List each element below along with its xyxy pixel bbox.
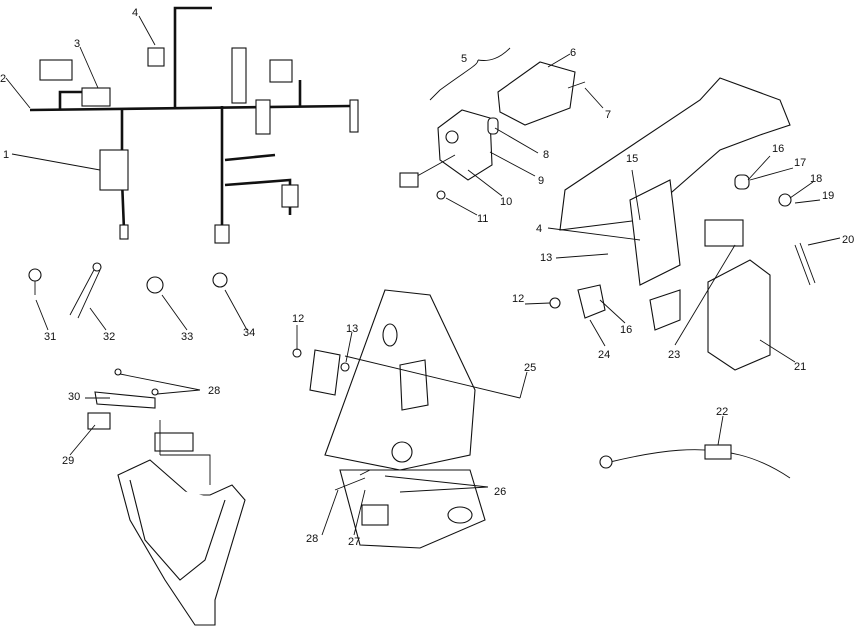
callout-10: 10 — [500, 196, 512, 208]
callout-22: 22 — [716, 406, 728, 418]
callout-32: 32 — [103, 331, 115, 343]
callout-1: 1 — [3, 149, 9, 161]
harness-clips — [28, 262, 228, 319]
callout-leaders — [5, 15, 841, 536]
callout-9: 9 — [538, 175, 544, 187]
callout-28-bumper: 28 — [208, 385, 220, 397]
callout-15: 15 — [626, 153, 638, 165]
callout-2: 2 — [0, 73, 6, 85]
callout-30: 30 — [68, 391, 80, 403]
callout-4-frame: 4 — [536, 223, 542, 235]
callout-16-bracket: 16 — [620, 324, 632, 336]
callout-13-frame: 13 — [540, 252, 552, 264]
callout-21: 21 — [794, 361, 806, 373]
callout-18: 18 — [810, 173, 822, 185]
callout-3: 3 — [74, 38, 80, 50]
callout-19: 19 — [822, 190, 834, 202]
callout-25: 25 — [524, 362, 536, 374]
callout-labels: 1 2 3 4 5 6 7 8 9 10 11 4 12 13 15 16 16… — [0, 7, 854, 548]
callout-11: 11 — [477, 213, 488, 225]
callout-7: 7 — [605, 109, 611, 121]
frame-plate-assembly — [292, 289, 521, 549]
callout-13-plate: 13 — [346, 323, 358, 335]
callout-12-plate: 12 — [292, 313, 304, 325]
callout-20: 20 — [842, 234, 854, 246]
wiring-harness — [29, 6, 359, 244]
callout-6: 6 — [570, 47, 576, 59]
taillight-assembly — [399, 61, 586, 200]
callout-8: 8 — [543, 149, 549, 161]
callout-33: 33 — [181, 331, 193, 343]
callout-28-plate: 28 — [306, 533, 318, 545]
callout-17: 17 — [794, 157, 806, 169]
callout-24: 24 — [598, 349, 610, 361]
callout-16-top: 16 — [772, 143, 784, 155]
front-frame-assembly — [87, 368, 246, 626]
callout-4: 4 — [132, 7, 138, 19]
callout-12-bracket: 12 — [512, 293, 524, 305]
battery-cable — [599, 444, 791, 479]
callout-5: 5 — [461, 53, 467, 65]
callout-34: 34 — [243, 327, 255, 339]
frame-battery-assembly — [549, 77, 816, 371]
callout-23: 23 — [668, 349, 680, 361]
callout-29: 29 — [62, 455, 74, 467]
callout-26-plate: 26 — [494, 486, 506, 498]
callout-27: 27 — [348, 536, 360, 548]
callout-31: 31 — [44, 331, 56, 343]
